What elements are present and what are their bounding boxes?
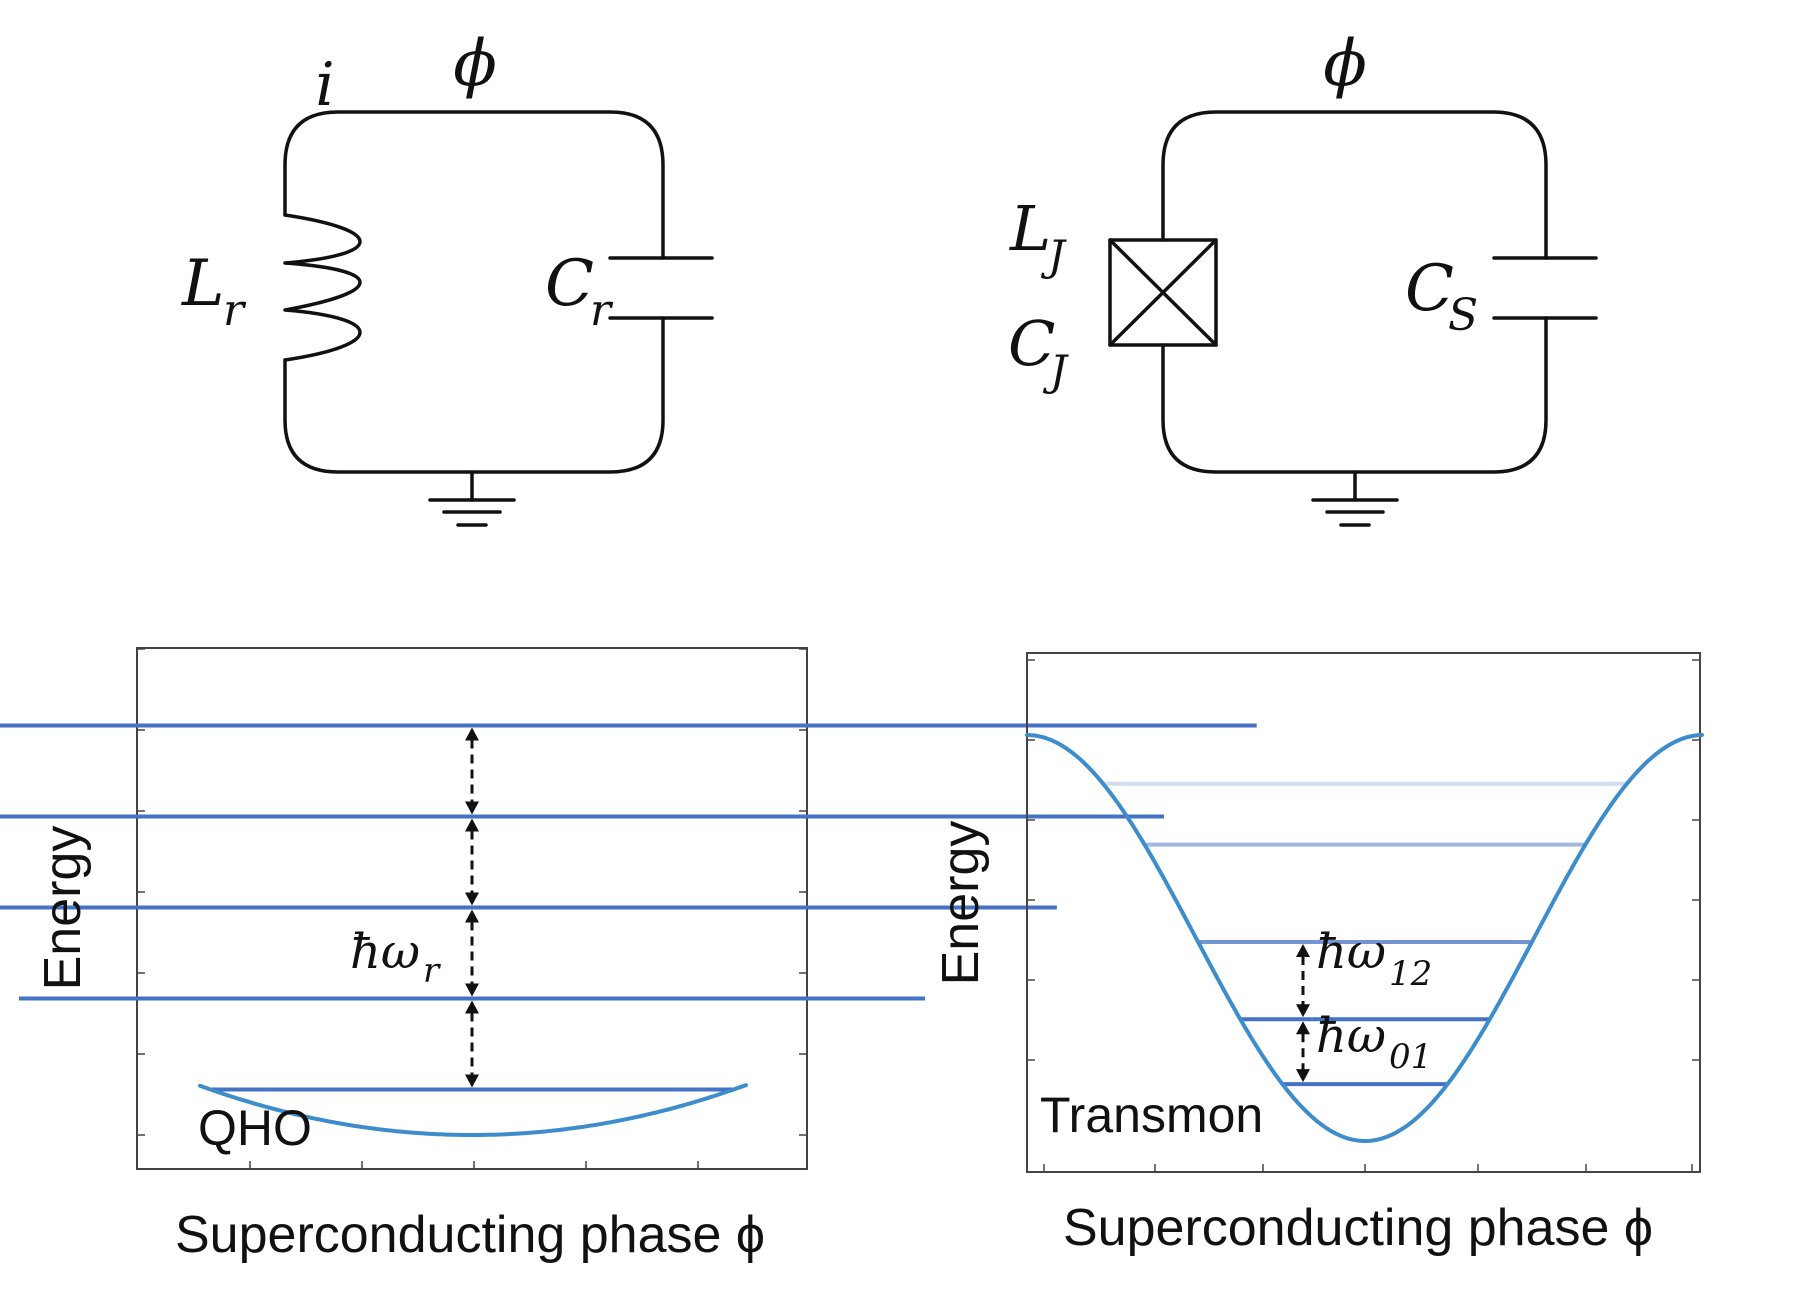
josephson-junction-icon bbox=[1108, 238, 1218, 347]
qho-spacing-arrow-2 bbox=[465, 818, 479, 906]
qho-circuit-top-wire bbox=[283, 110, 665, 260]
transmon-potential-curve bbox=[1025, 733, 1704, 1143]
transmon-spacing-01-sub: 01 bbox=[1389, 1037, 1432, 1077]
transmon-xlabel: Superconducting phase ϕ bbox=[1063, 1199, 1653, 1257]
transmon-ylabel: Energy bbox=[932, 821, 990, 986]
qho-potential-curve bbox=[198, 1083, 748, 1137]
junction-capacitance-label: C bbox=[1008, 307, 1055, 380]
inductor-label: L bbox=[181, 247, 225, 321]
ground-icon bbox=[428, 470, 516, 527]
qho-circuit: ϕ i L r C r bbox=[181, 27, 714, 527]
qho-current-label: i bbox=[315, 50, 334, 120]
qho-spacing-arrow-3 bbox=[465, 727, 479, 815]
inductor-label-sub: r bbox=[223, 285, 247, 336]
qho-energy-levels bbox=[0, 723, 1257, 1092]
inductor-coil-icon bbox=[283, 213, 362, 362]
qho-plot-ticks bbox=[137, 648, 807, 1169]
qho-circuit-right-wire bbox=[283, 316, 665, 474]
transmon-spacing-arrows bbox=[1296, 944, 1310, 1083]
transmon-spacing-arrow-01 bbox=[1296, 1021, 1310, 1083]
qho-xlabel: Superconducting phase ϕ bbox=[175, 1206, 765, 1264]
qho-spacing-arrows bbox=[465, 727, 479, 1088]
qho-spacing-sub: r bbox=[423, 951, 441, 991]
capacitor-label-sub: r bbox=[590, 285, 614, 336]
qho-spacing-arrow-1 bbox=[465, 909, 479, 997]
transmon-plot-ticks bbox=[1027, 659, 1700, 1172]
qho-plot-label: QHO bbox=[198, 1100, 312, 1156]
qho-spacing-label: ħω bbox=[350, 924, 420, 980]
transmon-plot-label: Transmon bbox=[1040, 1087, 1263, 1143]
junction-inductance-label: L bbox=[1009, 192, 1051, 265]
shunt-capacitor-sub: S bbox=[1448, 290, 1478, 341]
transmon-spacing-12-label: ħω bbox=[1316, 924, 1386, 980]
transmon-energy-plot: ħω 12 ħω 01 Transmon Energy Superconduct… bbox=[932, 652, 1704, 1257]
qho-ylabel: Energy bbox=[34, 826, 92, 991]
transmon-energy-levels bbox=[1103, 781, 1627, 1087]
transmon-plot-frame bbox=[1026, 652, 1701, 1173]
qho-energy-plot: ħω r QHO Energy Superconducting phase ϕ bbox=[0, 647, 1257, 1264]
transmon-circuit-top-wire bbox=[1161, 110, 1548, 260]
shunt-capacitor-label: C bbox=[1405, 252, 1454, 326]
transmon-circuit: ϕ L J C J C S bbox=[1008, 27, 1598, 527]
capacitor-label: C bbox=[545, 247, 594, 321]
transmon-phi-label: ϕ bbox=[1323, 27, 1367, 101]
qho-phi-label: ϕ bbox=[453, 27, 497, 101]
transmon-spacing-arrow-12 bbox=[1296, 944, 1310, 1018]
transmon-spacing-12-sub: 12 bbox=[1389, 954, 1432, 994]
transmon-spacing-01-label: ħω bbox=[1316, 1008, 1386, 1064]
qho-spacing-arrow-0 bbox=[465, 1000, 479, 1088]
ground-icon bbox=[1311, 470, 1399, 527]
transmon-circuit-bottom-wire bbox=[1161, 316, 1548, 474]
